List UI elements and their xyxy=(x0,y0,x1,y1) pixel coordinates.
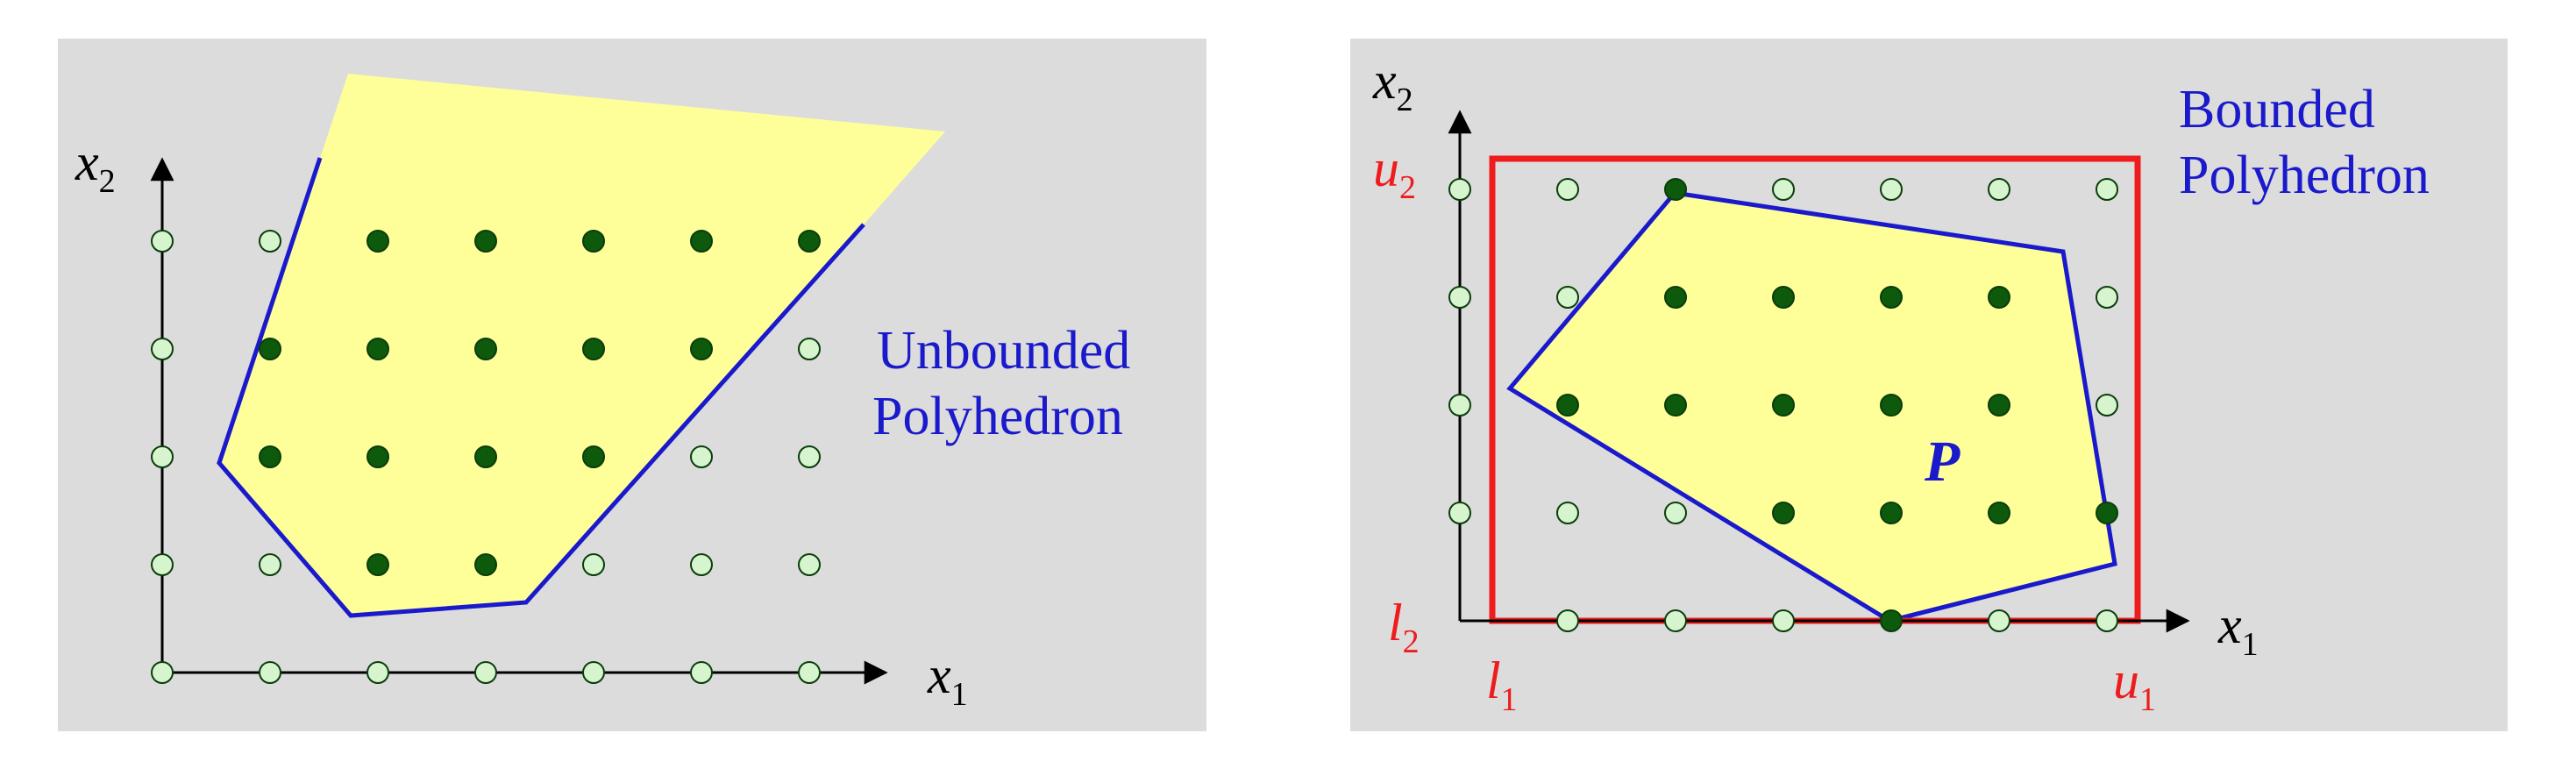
lattice-point-1-1 xyxy=(1556,502,1579,524)
left-lattice-points xyxy=(151,230,821,684)
lattice-point-3-0 xyxy=(474,661,497,684)
unbounded-region xyxy=(219,74,945,616)
lattice-point-2-0 xyxy=(366,661,389,684)
feasible-integer-point-1-2 xyxy=(259,445,281,468)
lattice-point-1-0 xyxy=(1556,609,1579,632)
feasible-integer-point-2-1 xyxy=(366,553,389,576)
lower-bound-x2-label: l2 xyxy=(1388,594,1420,660)
feasible-integer-point-2-3 xyxy=(366,338,389,360)
feasible-integer-point-5-3 xyxy=(690,338,713,360)
feasible-integer-point-2-2 xyxy=(1664,394,1687,417)
lattice-point-6-2 xyxy=(2096,394,2118,417)
unbounded-label-line2: Polyhedron xyxy=(872,387,1123,446)
unbounded-boundary xyxy=(217,157,865,618)
lattice-point-6-0 xyxy=(798,661,821,684)
lattice-point-0-3 xyxy=(1448,286,1471,309)
lattice-point-6-0 xyxy=(2096,609,2118,632)
lattice-point-1-4 xyxy=(259,230,281,253)
bounded-region xyxy=(1506,190,2117,623)
lattice-point-6-3 xyxy=(798,338,821,360)
feasible-integer-point-4-1 xyxy=(1880,502,1903,524)
left-x-axis-label: x1 xyxy=(927,646,968,713)
feasible-integer-point-5-1 xyxy=(1988,502,2010,524)
lattice-point-5-0 xyxy=(690,661,713,684)
feasible-integer-point-5-3 xyxy=(1988,286,2010,309)
lattice-point-6-4 xyxy=(2096,178,2118,201)
feasible-integer-point-3-1 xyxy=(474,553,497,576)
upper-bound-x1-label: u1 xyxy=(2113,652,2156,718)
lattice-point-3-4 xyxy=(1772,178,1795,201)
feasible-integer-point-4-3 xyxy=(1880,286,1903,309)
region-p-label: P xyxy=(1924,430,1960,494)
feasible-integer-point-5-4 xyxy=(690,230,713,253)
feasible-integer-point-3-2 xyxy=(474,445,497,468)
feasible-integer-point-3-3 xyxy=(1772,286,1795,309)
bounded-label-line1: Bounded xyxy=(2179,80,2375,139)
lattice-point-5-2 xyxy=(690,445,713,468)
feasible-integer-point-5-2 xyxy=(1988,394,2010,417)
feasible-integer-point-3-1 xyxy=(1772,502,1795,524)
feasible-integer-point-3-2 xyxy=(1772,394,1795,417)
lattice-point-4-0 xyxy=(582,661,605,684)
lattice-point-0-1 xyxy=(1448,502,1471,524)
lattice-point-0-4 xyxy=(1448,178,1471,201)
feasible-integer-point-1-2 xyxy=(1556,394,1579,417)
lower-bound-x1-label: l1 xyxy=(1486,652,1518,718)
feasible-integer-point-4-3 xyxy=(582,338,605,360)
right-panel: x1 x2 u2 l2 l1 u1 P Bounded Polyhedron xyxy=(1350,39,2508,731)
lattice-point-1-0 xyxy=(259,661,281,684)
lattice-point-0-2 xyxy=(1448,394,1471,417)
right-y-axis-label: x2 xyxy=(1372,52,1413,118)
lattice-point-1-1 xyxy=(259,553,281,576)
lattice-point-6-3 xyxy=(2096,286,2118,309)
feasible-integer-point-4-4 xyxy=(582,230,605,253)
right-x-axis-label: x1 xyxy=(2217,596,2259,663)
feasible-integer-point-6-4 xyxy=(798,230,821,253)
upper-bound-x2-label: u2 xyxy=(1373,139,1416,206)
feasible-integer-point-6-1 xyxy=(2096,502,2118,524)
right-lattice-points xyxy=(1448,178,2118,632)
lattice-point-0-1 xyxy=(151,553,174,576)
feasible-integer-point-3-3 xyxy=(474,338,497,360)
feasible-integer-point-4-0 xyxy=(1880,609,1903,632)
feasible-integer-point-2-4 xyxy=(1664,178,1687,201)
lattice-point-0-2 xyxy=(151,445,174,468)
lattice-point-5-1 xyxy=(690,553,713,576)
lattice-point-0-0 xyxy=(151,661,174,684)
feasible-integer-point-2-4 xyxy=(366,230,389,253)
lattice-point-6-2 xyxy=(798,445,821,468)
lattice-point-0-4 xyxy=(151,230,174,253)
lattice-point-4-4 xyxy=(1880,178,1903,201)
feasible-integer-point-2-3 xyxy=(1664,286,1687,309)
left-panel: x1 x2 Unbounded Polyhedron xyxy=(58,39,1206,731)
lattice-point-5-0 xyxy=(1988,609,2010,632)
lattice-point-2-1 xyxy=(1664,502,1687,524)
lattice-point-6-1 xyxy=(798,553,821,576)
unbounded-label-line1: Unbounded xyxy=(877,321,1130,381)
feasible-integer-point-1-3 xyxy=(259,338,281,360)
lattice-point-4-1 xyxy=(582,553,605,576)
feasible-integer-point-4-2 xyxy=(1880,394,1903,417)
lattice-point-0-3 xyxy=(151,338,174,360)
left-y-axis-label: x2 xyxy=(75,133,116,200)
lattice-point-1-4 xyxy=(1556,178,1579,201)
lattice-point-5-4 xyxy=(1988,178,2010,201)
feasible-integer-point-3-4 xyxy=(474,230,497,253)
feasible-integer-point-4-2 xyxy=(582,445,605,468)
lattice-point-3-0 xyxy=(1772,609,1795,632)
lattice-point-2-0 xyxy=(1664,609,1687,632)
feasible-integer-point-2-2 xyxy=(366,445,389,468)
lattice-point-1-3 xyxy=(1556,286,1579,309)
bounded-label-line2: Polyhedron xyxy=(2179,146,2430,205)
